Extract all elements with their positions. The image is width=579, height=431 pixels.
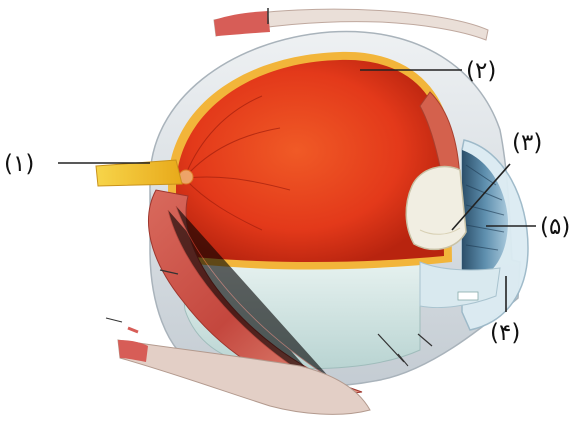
label-4: (۴) [490,320,520,346]
label-5: (۵) [540,214,570,240]
label-2: (۲) [466,58,496,84]
optic-nerve [96,160,182,186]
label-3: (۳) [512,130,542,156]
label-1: (۱) [4,151,34,177]
